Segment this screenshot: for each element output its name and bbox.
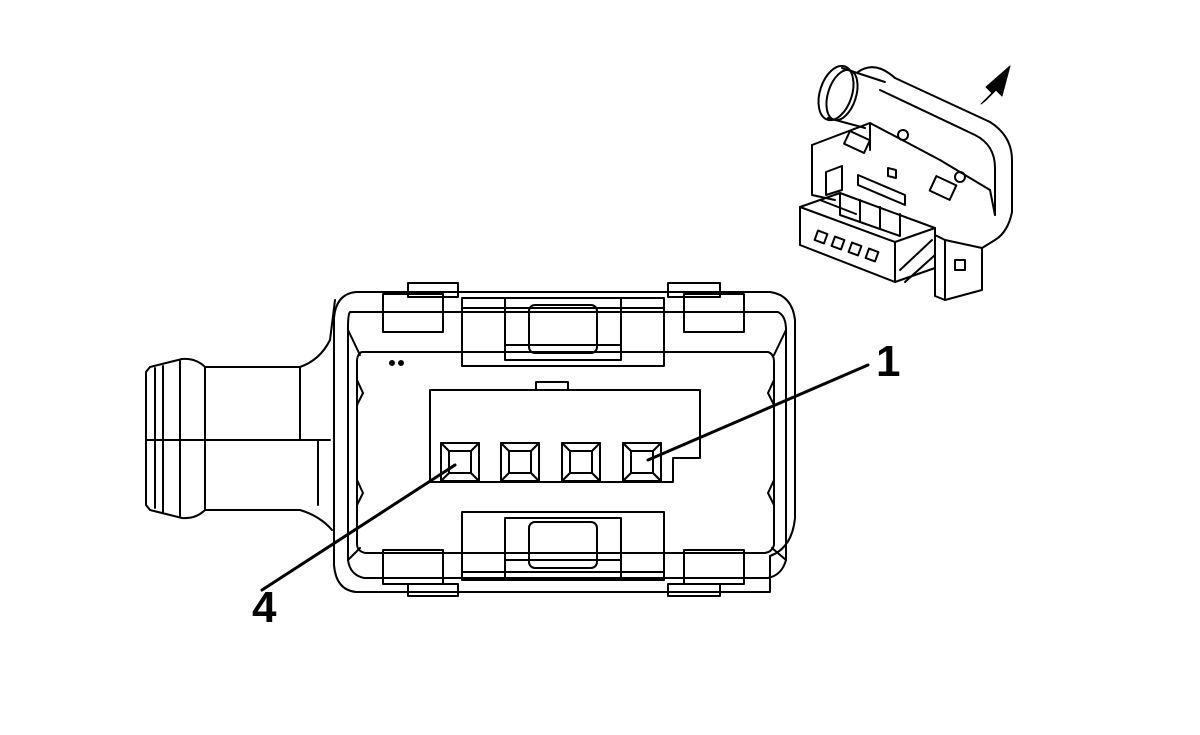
arrow-up-right-icon bbox=[980, 65, 1011, 105]
bottom-clip-left bbox=[382, 549, 459, 597]
cable-strain-relief bbox=[145, 299, 336, 531]
inset-cable bbox=[817, 64, 896, 129]
leader-line-pin-4 bbox=[260, 463, 457, 592]
pin-cavity bbox=[500, 442, 540, 482]
inset-isometric-view bbox=[799, 64, 1013, 301]
pin-cavity bbox=[622, 442, 662, 482]
pin-cavity bbox=[561, 442, 601, 482]
pin-cavity bbox=[440, 442, 480, 482]
connector-front-view bbox=[145, 282, 796, 597]
connector-housing bbox=[333, 291, 796, 593]
callout-label-pin-4: 4 bbox=[252, 583, 277, 632]
top-latch bbox=[461, 297, 665, 367]
top-clip-left bbox=[382, 282, 459, 333]
bottom-clip-right bbox=[667, 549, 745, 597]
callout-label-pin-1: 1 bbox=[876, 337, 900, 386]
inset-terminal-block bbox=[799, 192, 936, 283]
leader-line-pin-1 bbox=[646, 363, 870, 462]
inset-body bbox=[811, 77, 1013, 301]
top-clip-right bbox=[667, 282, 745, 333]
bottom-latch bbox=[461, 511, 665, 581]
